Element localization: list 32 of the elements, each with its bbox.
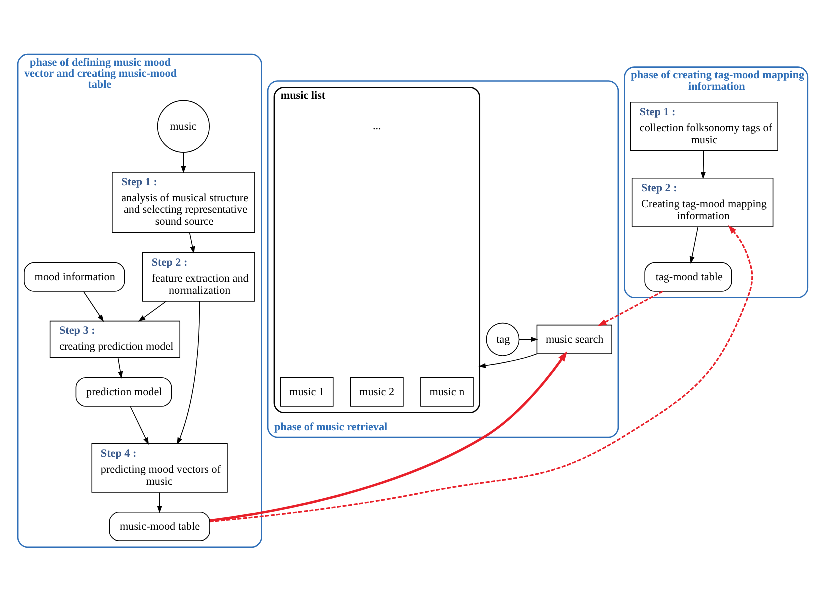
arrow — [598, 290, 664, 326]
node-box: Step 2 : feature extraction and normalization — [142, 252, 256, 302]
node-box: Step 4 : predicting mood vectors of music — [92, 443, 228, 492]
arrow — [189, 232, 196, 254]
node-box: music-mood table — [109, 512, 210, 541]
arrow — [181, 152, 186, 174]
arrow — [478, 353, 538, 368]
arrow — [157, 492, 162, 513]
label: ... — [373, 120, 382, 132]
arrow — [700, 150, 706, 179]
arrow — [83, 290, 104, 322]
node-box: mood information — [24, 262, 126, 292]
arrow — [118, 357, 124, 378]
node-box: Step 2 : Creating tag-mood mapping information — [632, 178, 774, 227]
arrow — [138, 300, 167, 322]
node-circle: tag — [486, 322, 520, 356]
arrow — [690, 226, 699, 264]
node-box: Step 1 : analysis of musical structure and selecting representative sound source — [112, 172, 256, 233]
node-box: music 1 — [280, 376, 334, 406]
arrow — [210, 224, 754, 522]
node-circle: music — [157, 100, 210, 152]
node-box: prediction model — [76, 376, 172, 406]
node-box: tag-mood table — [644, 262, 732, 292]
arrow — [130, 406, 149, 444]
node-box: music n — [420, 376, 474, 406]
node-box: Step 1 : collection folksonomy tags of music — [630, 101, 778, 151]
arrow — [177, 300, 200, 444]
node-box: music search — [536, 324, 612, 354]
node-box: music 2 — [350, 376, 404, 406]
arrow — [519, 336, 538, 342]
arrow — [210, 350, 568, 522]
node-box: Step 3 : creating prediction model — [50, 320, 180, 358]
